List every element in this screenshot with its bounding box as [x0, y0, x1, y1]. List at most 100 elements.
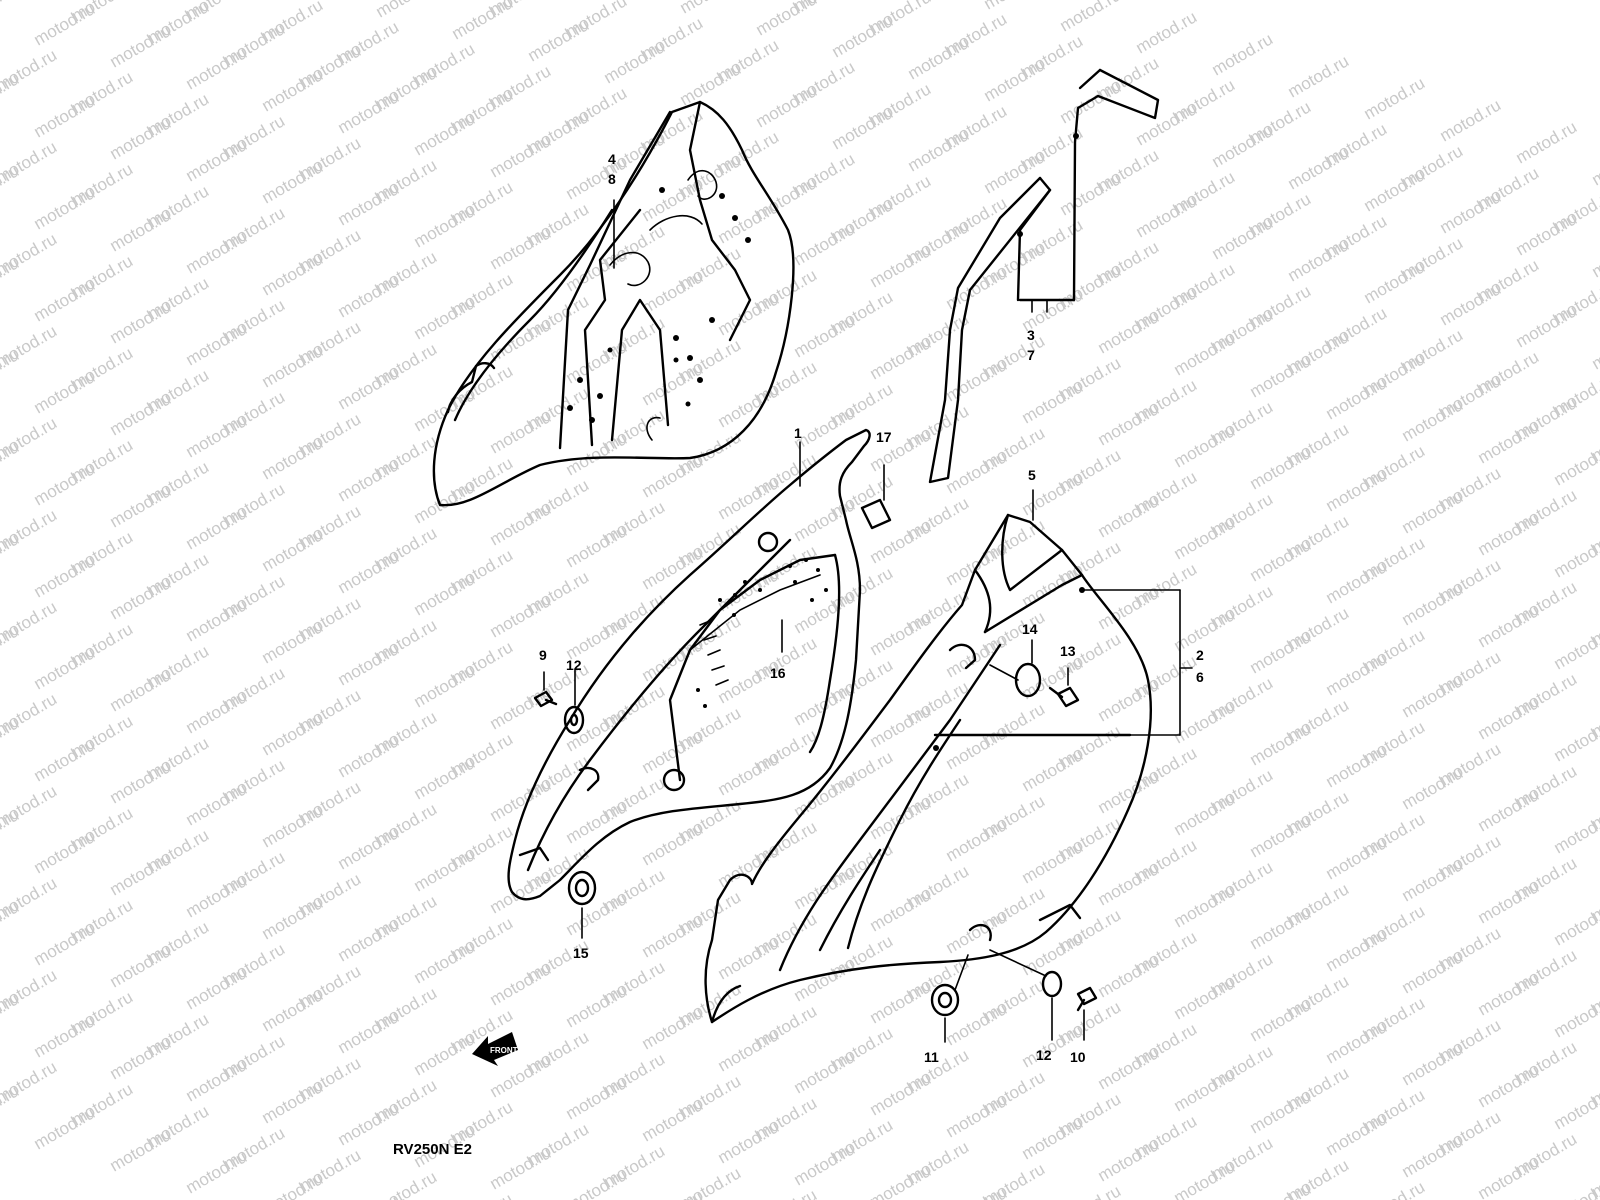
- watermark-text: motod.ru: [1247, 351, 1315, 401]
- watermark-text: motod.ru: [411, 753, 479, 803]
- watermark-text: motod.ru: [791, 679, 859, 729]
- side-cover[interactable]: [704, 513, 1152, 1024]
- watermark-text: motod.ru: [1247, 903, 1315, 953]
- frame-cover[interactable]: [507, 428, 871, 901]
- watermark-text: motod.ru: [1323, 925, 1391, 975]
- watermark-text: motod.ru: [1247, 719, 1315, 769]
- watermark-text: motod.ru: [31, 367, 99, 417]
- callout-1: 1: [794, 425, 802, 441]
- watermark-text: motod.ru: [411, 569, 479, 619]
- watermark-text: motod.ru: [1589, 139, 1600, 189]
- watermark-text: motod.ru: [1285, 51, 1353, 101]
- watermark-text: motod.ru: [1551, 1175, 1600, 1200]
- watermark-text: motod.ru: [1399, 855, 1467, 905]
- watermark-text: motod.ru: [791, 1047, 859, 1097]
- watermark-text: motod.ru: [1133, 99, 1201, 149]
- watermark-text: motod.ru: [411, 661, 479, 711]
- watermark-text: motod.ru: [107, 297, 175, 347]
- watermark-text: motod.ru: [449, 0, 517, 43]
- watermark-text: motod.ru: [1247, 1179, 1315, 1200]
- watermark-text: motod.ru: [1209, 121, 1277, 171]
- watermark-text: motod.ru: [867, 1069, 935, 1119]
- watermark-text: motod.ru: [1437, 95, 1505, 145]
- front-direction-arrow-icon: FRONT: [472, 1032, 518, 1066]
- watermark-text: motod.ru: [183, 963, 251, 1013]
- watermark-text: motod.ru: [1171, 329, 1239, 379]
- watermark-text: motod.ru: [487, 591, 555, 641]
- watermark-text: motod.ru: [107, 1033, 175, 1083]
- watermark-text: motod.ru: [259, 525, 327, 575]
- watermark-text: motod.ru: [487, 959, 555, 1009]
- watermark-text: motod.ru: [715, 933, 783, 983]
- watermark-text: motod.ru: [1323, 557, 1391, 607]
- watermark-text: motod.ru: [639, 911, 707, 961]
- watermark-text: motod.ru: [335, 1099, 403, 1149]
- watermark-text: motod.ru: [1095, 307, 1163, 357]
- watermark-text: motod.ru: [411, 845, 479, 895]
- watermark-text: motod.ru: [259, 709, 327, 759]
- watermark-text: motod.ru: [981, 0, 1049, 13]
- watermark-text: motod.ru: [1437, 279, 1505, 329]
- watermark-text: motod.ru: [183, 135, 251, 185]
- watermark-text: motod.ru: [259, 893, 327, 943]
- watermark-text: motod.ru: [259, 985, 327, 1035]
- watermark-text: motod.ru: [1095, 859, 1163, 909]
- watermark-text: motod.ru: [677, 0, 745, 17]
- watermark-text: motod.ru: [31, 919, 99, 969]
- watermark-text: motod.ru: [1361, 165, 1429, 215]
- watermark-text: motod.ru: [107, 941, 175, 991]
- watermark-text: motod.ru: [487, 683, 555, 733]
- watermark-text: motod.ru: [449, 1189, 517, 1200]
- fasteners[interactable]: [533, 639, 1098, 1043]
- callout-15: 15: [573, 945, 589, 961]
- callout-10: 10: [1070, 1049, 1086, 1065]
- watermark-text: motod.ru: [335, 271, 403, 321]
- callout-12-left: 12: [566, 657, 582, 673]
- watermark-text: motod.ru: [1475, 785, 1543, 835]
- watermark-text: motod.ru: [1589, 231, 1600, 281]
- watermark-text: motod.ru: [31, 827, 99, 877]
- watermark-text: motod.ru: [943, 447, 1011, 497]
- clip-part[interactable]: [860, 464, 892, 530]
- watermark-text: motod.ru: [259, 65, 327, 115]
- watermark-text: motod.ru: [335, 915, 403, 965]
- watermark-text: motod.ru: [563, 1165, 631, 1200]
- watermark-text: motod.ru: [1475, 1061, 1543, 1111]
- watermark-text: motod.ru: [1437, 187, 1505, 237]
- watermark-text: motod.ru: [487, 1143, 555, 1193]
- watermark-text: motod.ru: [1247, 443, 1315, 493]
- stripe-decals[interactable]: [928, 68, 1160, 484]
- watermark-text: motod.ru: [1095, 399, 1163, 449]
- watermark-text: motod.ru: [1171, 973, 1239, 1023]
- watermark-text: motod.ru: [107, 205, 175, 255]
- watermark-text: motod.ru: [259, 433, 327, 483]
- watermark-text: motod.ru: [715, 1025, 783, 1075]
- watermark-text: motod.ru: [1171, 513, 1239, 563]
- watermark-text: motod.ru: [943, 355, 1011, 405]
- watermark-text: motod.ru: [753, 0, 821, 39]
- watermark-text: motod.ru: [1589, 323, 1600, 373]
- watermark-text: motod.ru: [943, 999, 1011, 1049]
- watermark-text: motod.ru: [943, 1091, 1011, 1141]
- watermark-text: motod.ru: [563, 981, 631, 1031]
- watermark-text: motod.ru: [1095, 1043, 1163, 1093]
- watermark-text: motod.ru: [31, 275, 99, 325]
- callout-7: 7: [1027, 347, 1035, 363]
- watermark-text: motod.ru: [1057, 0, 1125, 35]
- watermark-text: motod.ru: [1247, 1087, 1315, 1137]
- watermark-text: motod.ru: [335, 87, 403, 137]
- watermark-text: motod.ru: [829, 11, 897, 61]
- watermark-text: motod.ru: [943, 263, 1011, 313]
- callout-9: 9: [539, 647, 547, 663]
- watermark-text: motod.ru: [411, 109, 479, 159]
- watermark-text: motod.ru: [0, 0, 22, 27]
- watermark-text: motod.ru: [1171, 1065, 1239, 1115]
- watermark-text: motod.ru: [487, 1051, 555, 1101]
- watermark-text: motod.ru: [1475, 969, 1543, 1019]
- callout-13: 13: [1060, 643, 1076, 659]
- watermark-text: motod.ru: [563, 1073, 631, 1123]
- watermark-text: motod.ru: [1323, 465, 1391, 515]
- watermark-text: motod.ru: [1323, 1017, 1391, 1067]
- watermark-text: motod.ru: [31, 91, 99, 141]
